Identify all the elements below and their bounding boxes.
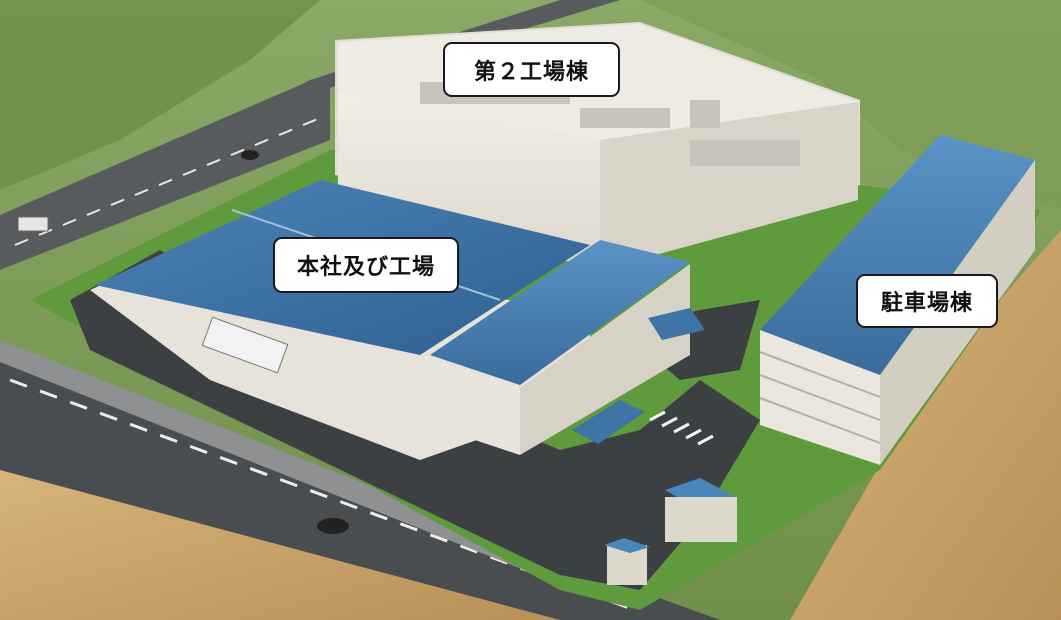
highway-upper [0, 0, 620, 270]
label-headquarters-factory: 本社及び工場 [273, 237, 459, 293]
label-factory-2: 第２工場棟 [443, 42, 620, 97]
parking-floors [759, 351, 881, 444]
hq-front-wall-side [520, 264, 690, 455]
parking-roof [760, 135, 1035, 375]
label-parking-building: 駐車場棟 [856, 274, 998, 328]
lane-marking [14, 117, 321, 246]
hq-front-wall [430, 360, 520, 455]
hq-front-roof [430, 240, 690, 385]
loading-truck [201, 316, 289, 374]
carport [572, 400, 645, 444]
factory2-wall-front [338, 92, 600, 270]
tree-patch [0, 0, 320, 190]
guard-house [665, 497, 737, 542]
crosswalk [649, 410, 714, 446]
booth-roof [604, 538, 650, 553]
entrance-canopy [648, 308, 705, 340]
car [317, 518, 349, 534]
car [241, 150, 259, 160]
truck [17, 216, 49, 232]
dry-field-right [790, 230, 1061, 620]
